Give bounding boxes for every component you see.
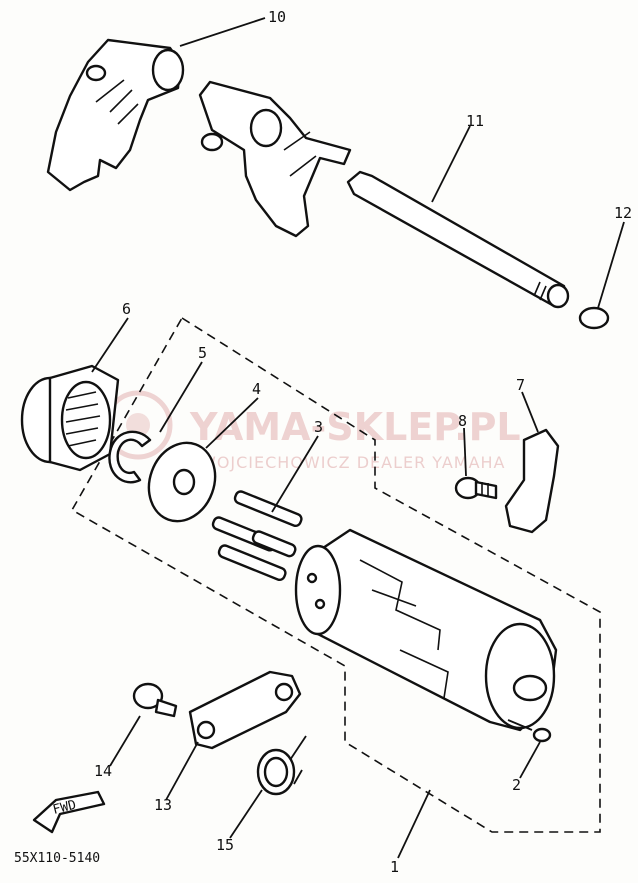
callout-3: 3 bbox=[314, 418, 323, 436]
shift-fork-upper bbox=[198, 80, 352, 238]
callout-14: 14 bbox=[94, 762, 112, 780]
shift-drum-1 bbox=[294, 528, 558, 732]
fwd-label: FWD bbox=[51, 798, 78, 818]
callout-numbers: 10 11 12 6 5 4 3 7 8 14 13 15 1 2 bbox=[94, 8, 632, 876]
callout-6: 6 bbox=[122, 300, 131, 318]
washer-4 bbox=[147, 441, 217, 523]
callout-10: 10 bbox=[268, 8, 286, 26]
bolt-8 bbox=[454, 476, 498, 500]
circlip-5 bbox=[108, 430, 152, 484]
circlip-12 bbox=[578, 306, 610, 330]
watermark-subtitle: WOJCIECHOWICZ DEALER YAMAHA bbox=[200, 453, 506, 472]
callout-12: 12 bbox=[614, 204, 632, 222]
callout-5: 5 bbox=[198, 344, 207, 362]
bolt-14 bbox=[132, 682, 178, 718]
assembly-outline bbox=[70, 316, 601, 833]
pin-2 bbox=[507, 719, 552, 743]
callout-11: 11 bbox=[466, 112, 484, 130]
stopper-plate-7 bbox=[504, 428, 560, 534]
leader-lines bbox=[91, 17, 625, 859]
spring-15 bbox=[256, 735, 307, 796]
pins-3 bbox=[211, 490, 303, 582]
callout-15: 15 bbox=[216, 836, 234, 854]
callout-8: 8 bbox=[458, 412, 467, 430]
callout-7: 7 bbox=[516, 376, 525, 394]
stopper-lever-13 bbox=[188, 670, 302, 750]
shift-fork-10 bbox=[46, 38, 185, 192]
callout-4: 4 bbox=[252, 380, 261, 398]
fwd-arrow: FWD bbox=[32, 790, 106, 834]
callout-13: 13 bbox=[154, 796, 172, 814]
callout-1: 1 bbox=[390, 858, 399, 876]
bearing-6 bbox=[20, 364, 120, 472]
drawing-code: 55X110-5140 bbox=[14, 851, 100, 866]
watermark-title: YAMA-SKLEP.PL bbox=[189, 405, 521, 449]
callout-2: 2 bbox=[512, 776, 521, 794]
guide-bar-11 bbox=[346, 170, 570, 309]
